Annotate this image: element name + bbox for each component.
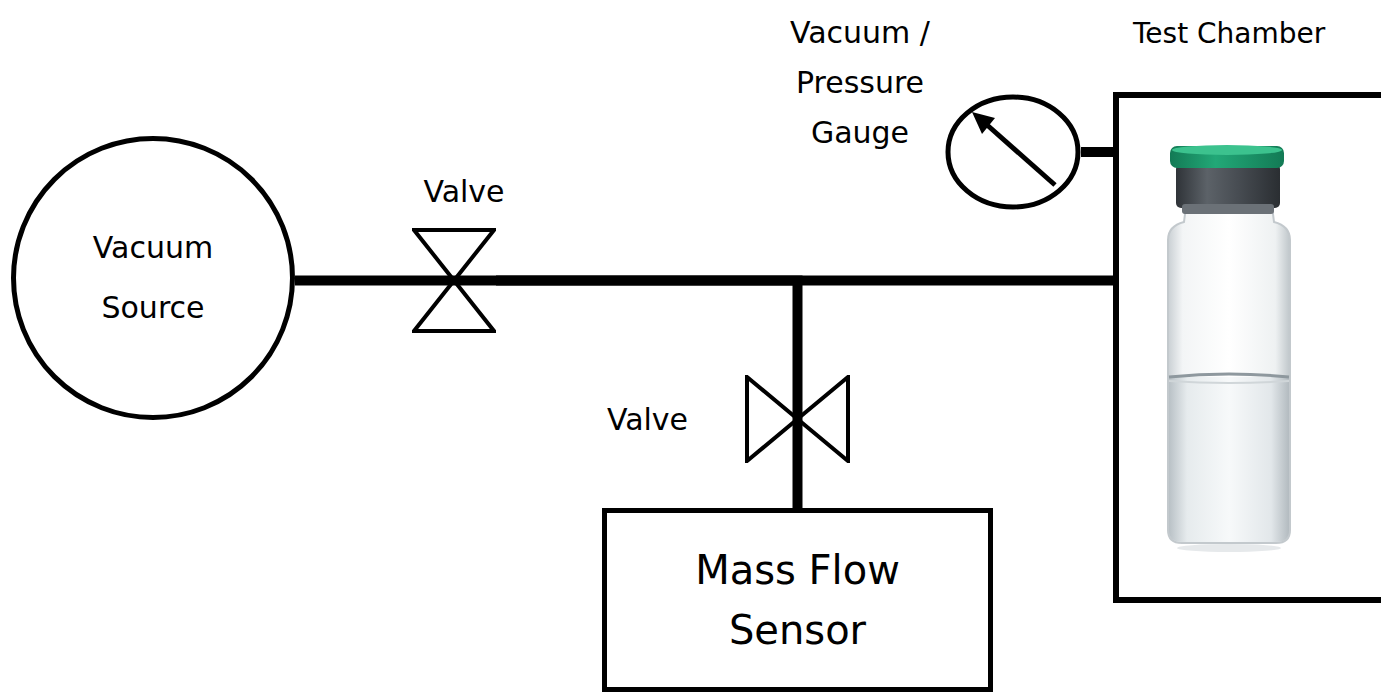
valve-symbol: Valve (404, 170, 524, 338)
sensor-box: Mass Flow Sensor (602, 508, 993, 692)
valve-label: Valve (590, 398, 705, 442)
valve-label: Valve (404, 170, 524, 214)
sensor-label: Mass Flow Sensor (668, 540, 928, 660)
pipe-connector (1081, 147, 1113, 157)
pipe-connector (496, 281, 798, 376)
source-label: Vacuum Source (73, 218, 233, 338)
vacuum-source-circle: Vacuum Source (11, 136, 295, 420)
pipe-connector (295, 276, 412, 286)
pressure-gauge: Vacuum / Pressure Gauge (780, 8, 1085, 218)
gauge-symbol (945, 94, 1081, 210)
chamber-outline (1113, 92, 1381, 603)
gauge-label: Vacuum / Pressure Gauge (780, 8, 940, 158)
valve-symbol (412, 228, 496, 333)
valve-symbol: Valve (590, 370, 855, 468)
test-chamber: Test Chamber (1113, 0, 1381, 603)
pipe-connector (793, 463, 803, 508)
chamber-label: Test Chamber (1133, 14, 1325, 54)
valve-symbol (745, 375, 850, 463)
vial (1168, 145, 1290, 552)
